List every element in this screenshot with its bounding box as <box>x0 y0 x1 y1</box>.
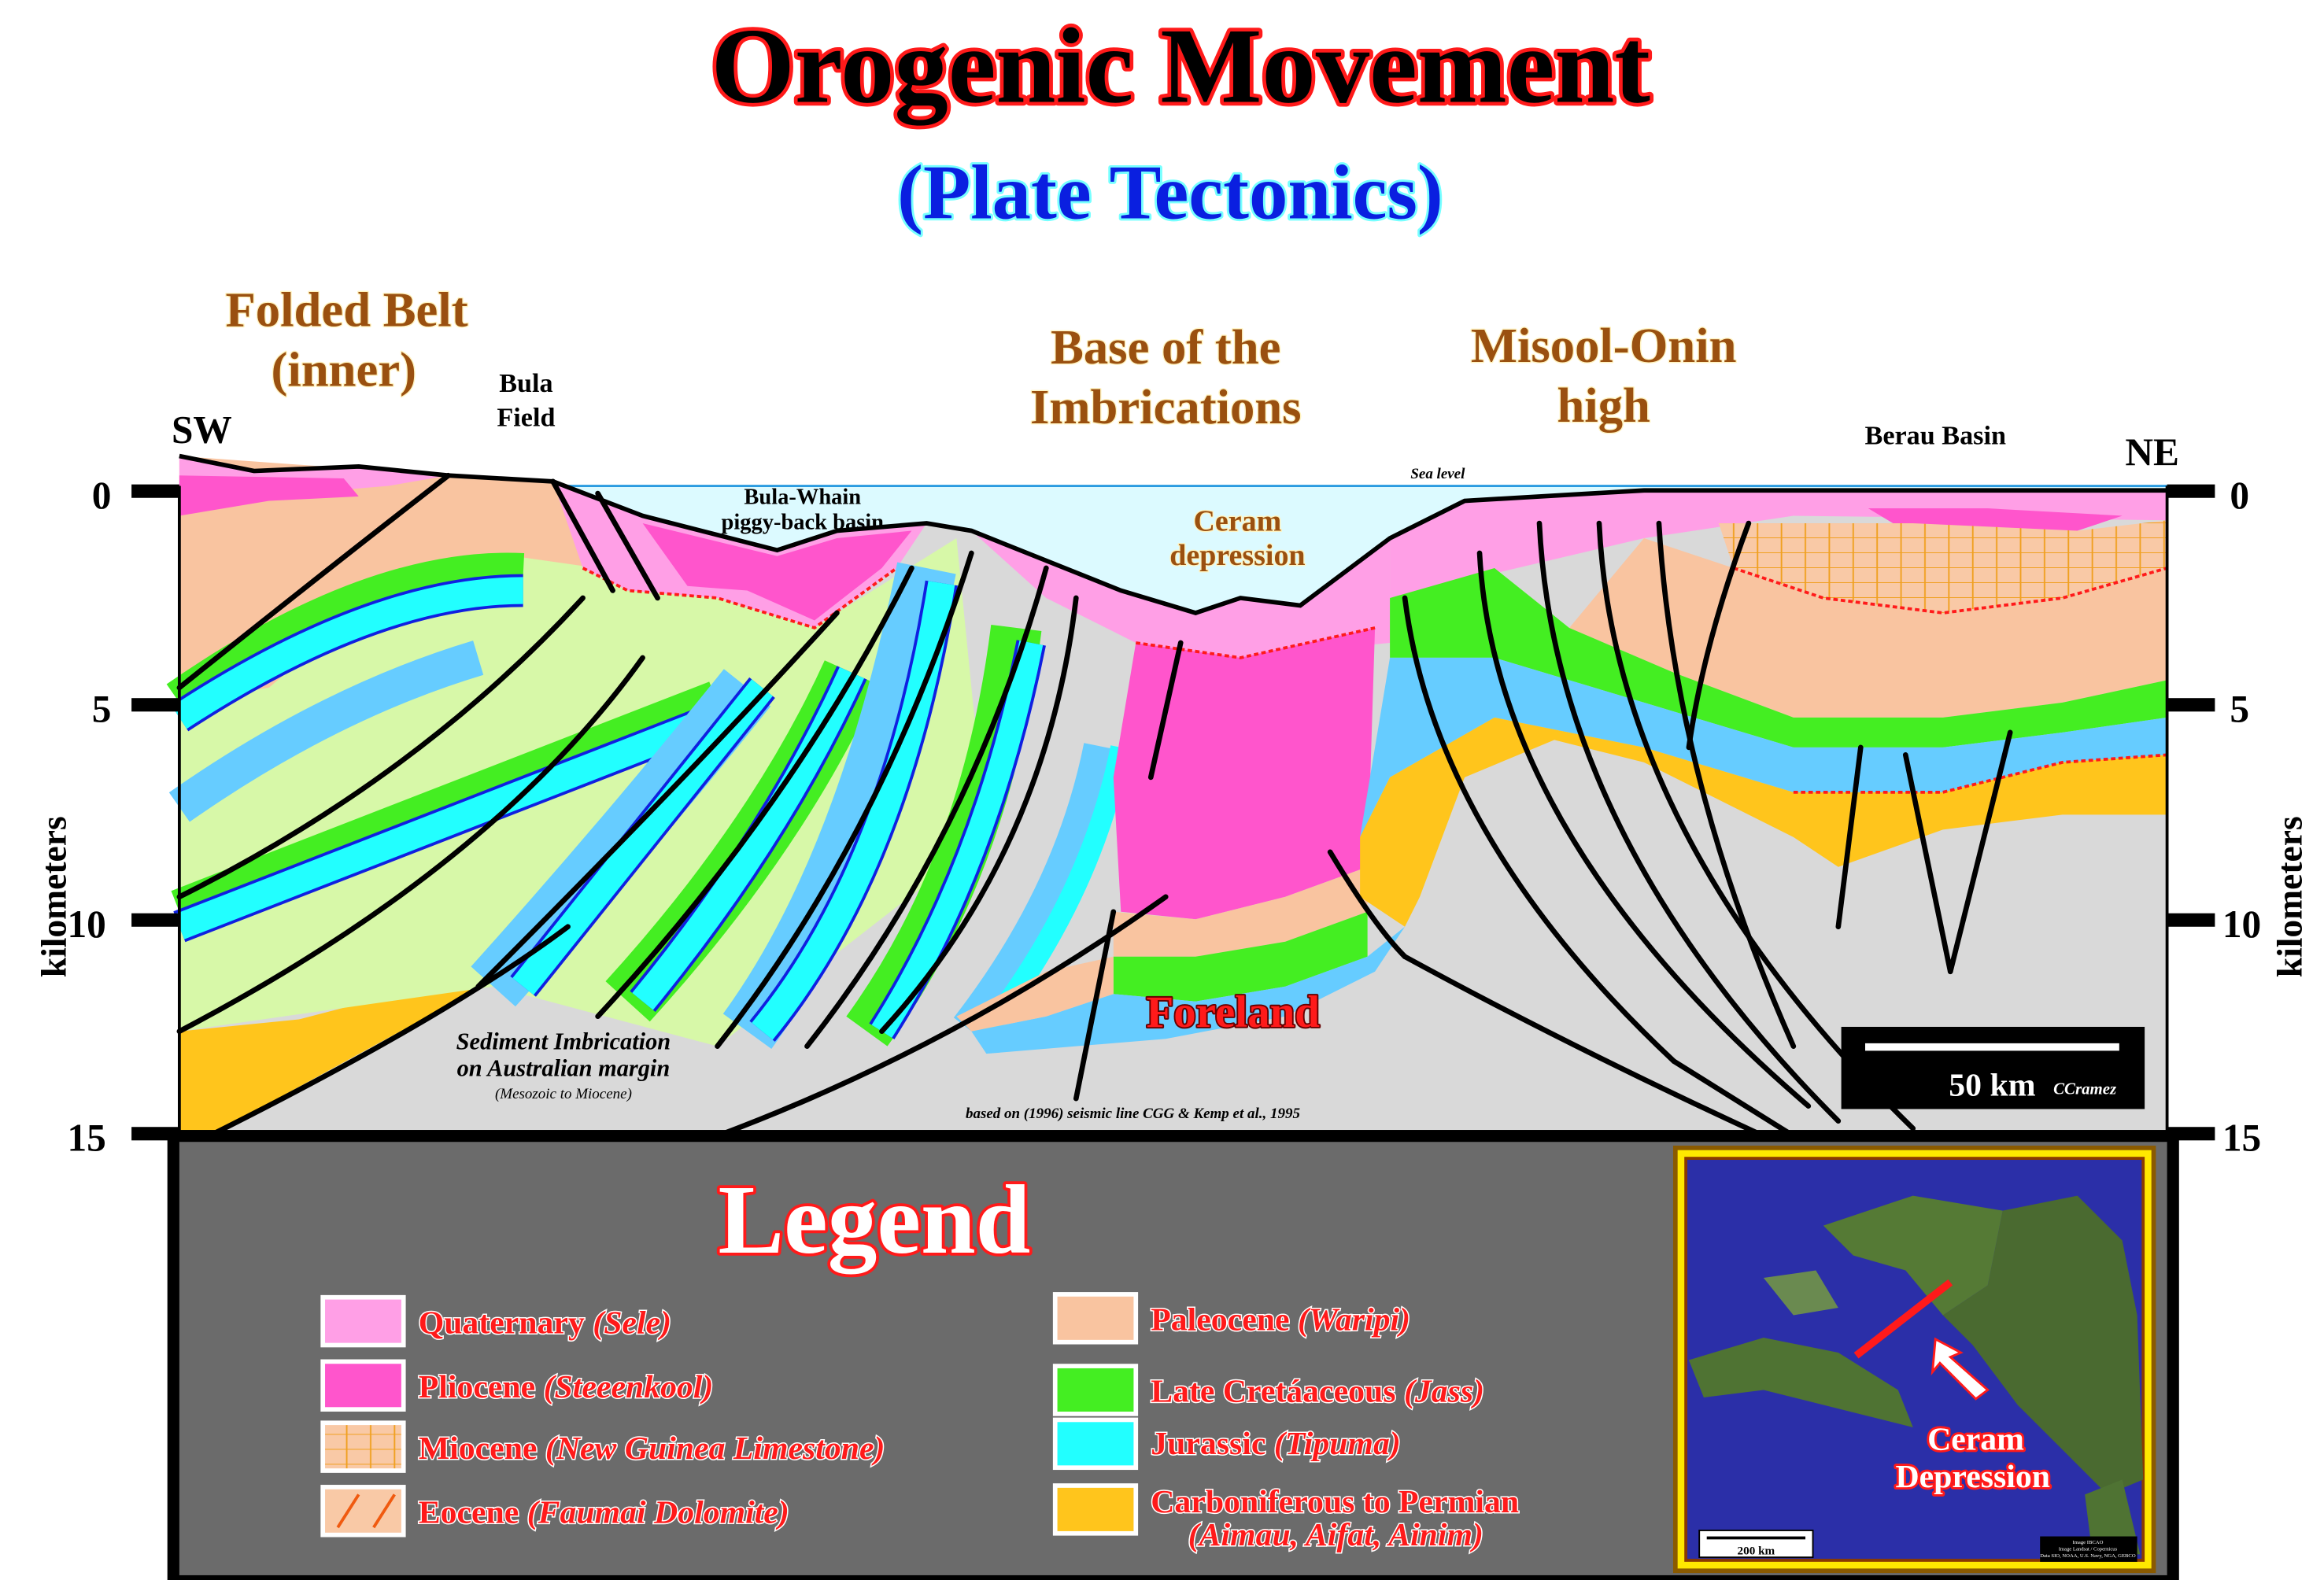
bula-whain-label-2: piggy-back basin <box>722 511 885 535</box>
ceram-depression-label-2: depression <box>1169 539 1305 572</box>
pliocene-left <box>179 475 359 516</box>
island-small <box>2085 1479 2141 1555</box>
section-line <box>1853 1279 1953 1359</box>
inset-label-depression: Depression <box>1895 1459 2049 1495</box>
inset-attribution-3: Data SIO, NOAA, U.S. Navy, NGA, GEBCO <box>2040 1553 2136 1559</box>
jurassic-right <box>1360 657 2167 837</box>
bula-whain-label: Bula-Whain <box>744 485 861 509</box>
legend: Legend Quaternary (Sele) Pliocene (Steee… <box>167 1130 2179 1580</box>
island-seram <box>1688 1337 1913 1427</box>
depth-tick-10: 10 <box>67 903 105 946</box>
folded-belt-label: Folded Belt <box>226 282 468 337</box>
scale-bar: 50 km CCramez <box>1841 1026 2145 1109</box>
svg-text:Miocene (New Guinea Limestone): Miocene (New Guinea Limestone) <box>419 1430 885 1467</box>
sediment-imbrication-label-2: on Australian margin <box>457 1055 671 1082</box>
source-credit: based on (1996) seismic line CGG & Kemp … <box>966 1106 1300 1122</box>
sediment-imbrication-label: Sediment Imbrication <box>456 1028 671 1054</box>
depth-tick-10-right: 10 <box>2222 903 2261 946</box>
svg-text:Carboniferous to Permian: Carboniferous to Permian <box>1151 1484 1519 1520</box>
depth-tick-5: 5 <box>92 688 112 731</box>
sea-water <box>552 485 2167 613</box>
base-imbrications-label: Base of the <box>1051 319 1280 375</box>
axis-label-left: kilometers <box>34 816 74 977</box>
legend-item-paleocene: Paleocene (Waripi) <box>1052 1292 1412 1345</box>
sediment-imbrication-label-3: (Mesozoic to Miocene) <box>495 1086 632 1102</box>
svg-text:Jurassic (Tipuma): Jurassic (Tipuma) <box>1151 1426 1401 1462</box>
foreland-label: Foreland <box>1146 988 1320 1037</box>
inset-map: Ceram Depression 200 km Image IBCAO Imag… <box>1672 1145 2156 1574</box>
paleocene-center <box>1113 866 1368 957</box>
misool-onin-label-2: high <box>1557 378 1650 433</box>
quaternary-center <box>971 530 1391 658</box>
legend-title: Legend <box>718 1165 1030 1275</box>
sw-label: SW <box>172 408 232 451</box>
legend-item-miocene: Miocene (New Guinea Limestone) <box>320 1420 886 1473</box>
bula-whain-pliocene <box>642 523 912 621</box>
bula-field-label-2: Field <box>497 404 555 433</box>
island-bird-head <box>1823 1195 2003 1316</box>
depth-tick-15-right: 15 <box>2222 1117 2261 1160</box>
base-imbrications-label-2: Imbrications <box>1030 379 1302 434</box>
legend-item-carboniferous-permian: Carboniferous to Permian (Aimau, Aifat, … <box>1052 1483 1520 1554</box>
faults <box>176 472 2013 1139</box>
depth-tick-0-right: 0 <box>2230 474 2249 517</box>
svg-text:Pliocene (Steeenkool): Pliocene (Steeenkool) <box>419 1369 714 1405</box>
svg-text:Eocene (Faumai Dolomite): Eocene (Faumai Dolomite) <box>419 1494 789 1530</box>
legend-item-pliocene: Pliocene (Steeenkool) <box>320 1359 715 1412</box>
svg-text:(Aimau, Aifat, Ainim): (Aimau, Aifat, Ainim) <box>1188 1517 1483 1553</box>
region-labels: Folded Belt (inner) Base of the Imbricat… <box>224 281 1738 574</box>
svg-text:Quaternary (Sele): Quaternary (Sele) <box>419 1305 671 1341</box>
island-misool <box>1763 1270 1838 1316</box>
arrow-icon <box>1931 1337 1990 1401</box>
depth-axis-right: 0 5 10 15 kilometers <box>2165 474 2310 1160</box>
legend-item-late-cretaceous: Late Cretáaceous (Jass) <box>1052 1364 1486 1416</box>
svg-text:Paleocene (Waripi): Paleocene (Waripi) <box>1151 1302 1410 1338</box>
jurassic-center <box>971 926 1406 1054</box>
jurassic-bands-left <box>166 552 726 943</box>
svg-text:Late Cretáaceous (Jass): Late Cretáaceous (Jass) <box>1151 1374 1484 1410</box>
legend-item-jurassic: Jurassic (Tipuma) <box>1052 1417 1402 1471</box>
misool-onin-label: Misool-Onin <box>1471 318 1737 373</box>
inset-label-ceram: Ceram <box>1927 1421 2024 1457</box>
legend-item-quaternary: Quaternary (Sele) <box>320 1294 673 1348</box>
inset-attribution-2: Image Landsat / Copernicus <box>2059 1547 2118 1552</box>
depth-axis-left: 0 5 10 15 kilometers <box>34 474 181 1160</box>
miocene-limestone-right <box>1718 520 2167 613</box>
page-title: Orogenic Movement <box>711 6 1650 125</box>
bula-field-label: Bula <box>499 369 552 398</box>
carboniferous-permian-right <box>1360 717 2167 927</box>
late-cretaceous-center <box>1113 911 1368 1002</box>
depth-tick-5-right: 5 <box>2230 688 2249 731</box>
inset-attribution-1: Image IBCAO <box>2073 1540 2104 1545</box>
folded-belt-label-2: (inner) <box>272 341 416 397</box>
ceram-depression-label: Ceram <box>1194 505 1282 538</box>
axis-label-right: kilometers <box>2270 816 2310 977</box>
pliocene-center <box>1113 627 1376 920</box>
page-subtitle: (Plate Tectonics) <box>897 150 1443 236</box>
berau-basin-label: Berau Basin <box>1865 421 2006 450</box>
depth-tick-15: 15 <box>67 1117 105 1160</box>
scale-bar-author: CCramez <box>2053 1079 2117 1098</box>
depth-tick-0: 0 <box>92 474 112 517</box>
carboniferous-permian-left <box>179 980 493 1136</box>
late-cretaceous-right <box>1390 567 2167 748</box>
inset-scale-label: 200 km <box>1738 1544 1775 1557</box>
legend-item-eocene: Eocene (Faumai Dolomite) <box>320 1485 790 1538</box>
island-new-guinea <box>1942 1195 2144 1495</box>
scale-bar-label: 50 km <box>1949 1067 2035 1103</box>
foreland-paleocene <box>956 956 1114 1032</box>
ne-label: NE <box>2125 430 2179 474</box>
sea-level-label: Sea level <box>1410 466 1465 482</box>
paleocene-right <box>1568 538 2167 718</box>
cross-section: 0 5 10 15 kilometers 0 5 10 15 kilometer… <box>34 281 2310 1160</box>
